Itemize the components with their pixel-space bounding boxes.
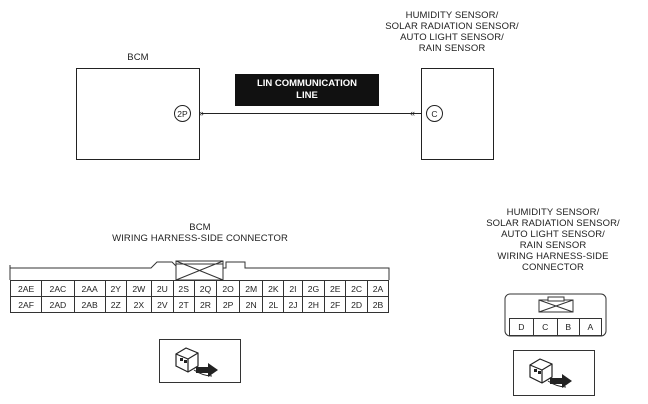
pin-2ae: 2AE (9, 280, 43, 297)
sensor-connector-title-line-6: CONNECTOR (522, 262, 584, 273)
pin-2x: 2X (125, 296, 152, 313)
pin-2t: 2T (172, 296, 195, 313)
pin-2w: 2W (125, 280, 152, 297)
pin-2o: 2O (216, 280, 240, 297)
sensor-label-line-4: RAIN SENSOR (418, 43, 486, 54)
pin-2q: 2Q (193, 280, 218, 297)
bcm-connector-row-2: 2AF 2AD 2AB 2Z 2X 2V 2T 2R 2P 2N 2L 2J 2… (9, 296, 390, 313)
pin-2c: 2C (345, 280, 368, 297)
sensor-terminal-arrow: « (410, 108, 416, 118)
pin-2h: 2H (301, 296, 326, 313)
pin-2f: 2F (324, 296, 347, 313)
bcm-connector-view-icon (159, 339, 241, 383)
bcm-pin-2p: 2P (174, 105, 191, 122)
lin-line-label-line-1: LIN COMMUNICATION (256, 78, 358, 89)
pin-2p: 2P (216, 296, 240, 313)
sensor-connector-title-line-5: WIRING HARNESS-SIDE (497, 251, 609, 262)
pin-2d: 2D (345, 296, 368, 313)
pin-2aa: 2AA (73, 280, 106, 297)
bcm-connector-row-1: 2AE 2AC 2AA 2Y 2W 2U 2S 2Q 2O 2M 2K 2I 2… (9, 280, 390, 297)
bcm-label: BCM (127, 52, 149, 63)
pin-2s: 2S (172, 280, 195, 297)
sensor-connector-title-line-3: AUTO LIGHT SENSOR/ (501, 229, 605, 240)
sensor-pin-d-cell: D (509, 318, 534, 336)
bcm-connector-title-line-2: WIRING HARNESS-SIDE CONNECTOR (112, 233, 288, 244)
pin-2u: 2U (150, 280, 174, 297)
sensor-pin-b-cell: B (556, 318, 580, 336)
sensor-label-line-1: HUMIDITY SENSOR/ (405, 10, 499, 21)
pin-2ad: 2AD (41, 296, 75, 313)
pin-2m: 2M (238, 280, 264, 297)
sensor-pin-c: C (426, 105, 443, 122)
pin-2ac: 2AC (41, 280, 75, 297)
sensor-connector-pin-grid: D C B A (509, 318, 603, 336)
connector-view-arrow-icon (175, 347, 218, 377)
bcm-connector-title-line-1: BCM (189, 222, 211, 233)
sensor-connector-view-icon (513, 350, 595, 396)
sensor-connector-title: HUMIDITY SENSOR/ SOLAR RADIATION SENSOR/… (458, 207, 648, 273)
sensor-pin-c-cell: C (532, 318, 558, 336)
pin-2b: 2B (366, 296, 390, 313)
sensor-connector-title-line-1: HUMIDITY SENSOR/ (506, 207, 600, 218)
pin-2z: 2Z (104, 296, 127, 313)
sensor-label: HUMIDITY SENSOR/ SOLAR RADIATION SENSOR/… (352, 10, 552, 54)
bcm-connector-pin-grid: 2AE 2AC 2AA 2Y 2W 2U 2S 2Q 2O 2M 2K 2I 2… (9, 280, 390, 313)
lin-wire (201, 113, 422, 114)
sensor-connector-title-line-2: SOLAR RADIATION SENSOR/ (486, 218, 620, 229)
bcm-terminal-arrow: » (199, 108, 205, 118)
sensor-pin-a-cell: A (578, 318, 603, 336)
pin-2v: 2V (150, 296, 174, 313)
pin-2k: 2K (262, 280, 285, 297)
pin-2n: 2N (238, 296, 264, 313)
connector-view-arrow-icon (529, 358, 572, 388)
pin-2r: 2R (193, 296, 218, 313)
pin-2a: 2A (366, 280, 390, 297)
pin-2i: 2I (283, 280, 303, 297)
sensor-label-line-2: SOLAR RADIATION SENSOR/ (385, 21, 519, 32)
pin-2af: 2AF (9, 296, 43, 313)
sensor-connector-row: D C B A (509, 318, 603, 336)
pin-2l: 2L (262, 296, 285, 313)
pin-2g: 2G (301, 280, 326, 297)
sensor-connector-title-line-4: RAIN SENSOR (519, 240, 587, 251)
bcm-connector-title: BCM WIRING HARNESS-SIDE CONNECTOR (80, 222, 320, 244)
pin-2y: 2Y (104, 280, 127, 297)
pin-2e: 2E (324, 280, 347, 297)
lin-line-label-line-2: LINE (296, 90, 318, 101)
pin-2j: 2J (283, 296, 303, 313)
lin-line-label: LIN COMMUNICATION LINE (235, 74, 379, 106)
sensor-label-line-3: AUTO LIGHT SENSOR/ (400, 32, 504, 43)
pin-2ab: 2AB (73, 296, 106, 313)
